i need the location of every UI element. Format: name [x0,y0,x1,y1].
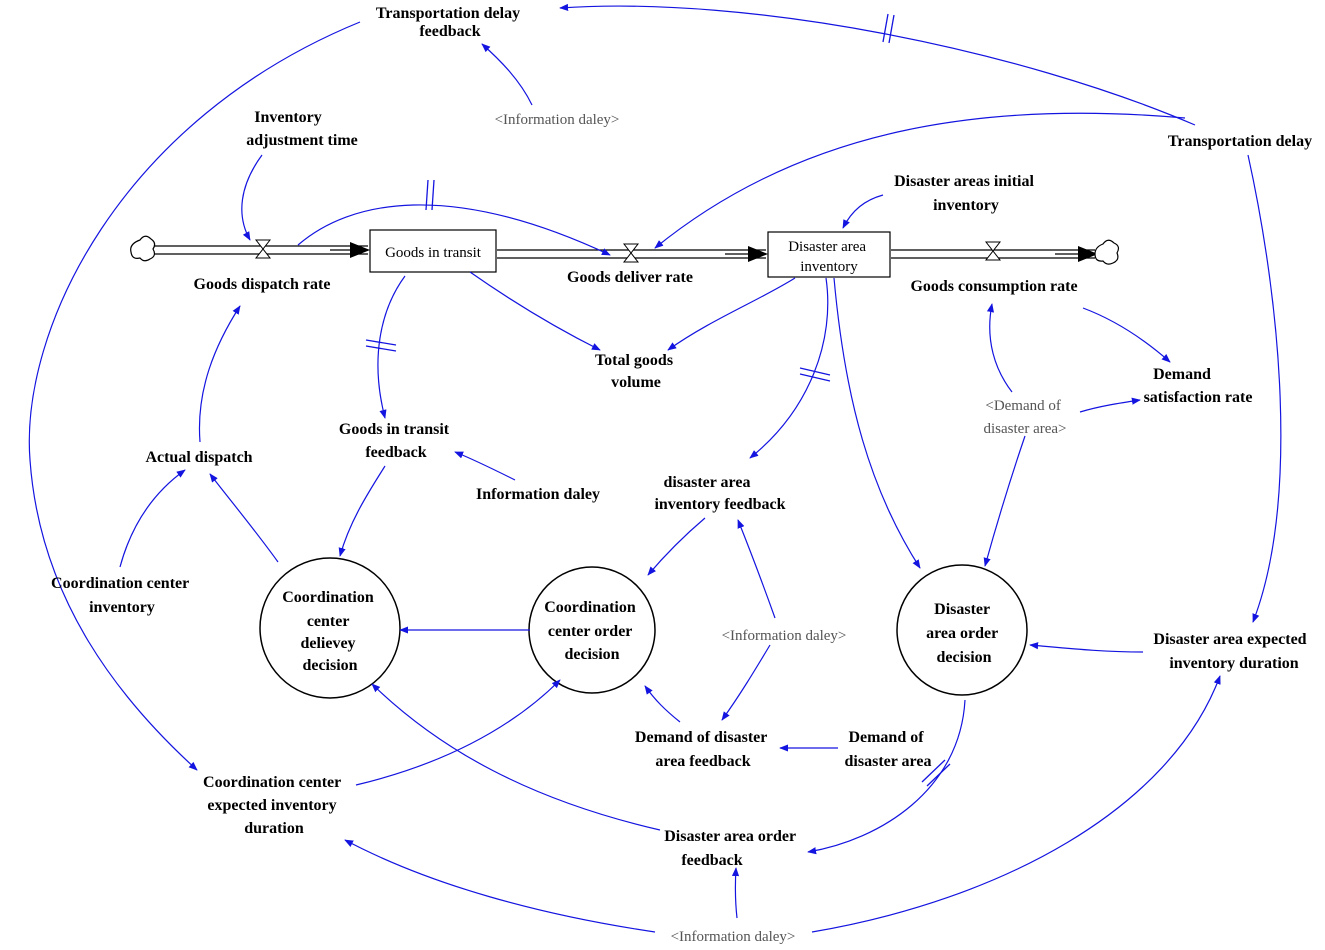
link [1247,154,1282,623]
delay-mark-icon [425,179,429,211]
label-information-daley: Information daley [476,486,600,503]
flow-arrowhead [748,246,768,262]
link [28,21,361,771]
link [469,271,601,351]
flow-arrowhead [1078,246,1098,262]
delay-mark-icon [365,339,397,346]
link [297,204,611,256]
delay-mark-icon [882,13,889,43]
label-demand-of-disaster-area-feedback: Demand of disaster area feedback [635,729,771,770]
link [667,277,796,351]
causal-links [28,3,1282,933]
link [986,303,1013,393]
link [338,465,386,557]
label-inventory-adjustment-time: Inventory adjustment time [246,109,358,149]
link [737,519,776,619]
link [198,305,241,443]
link [559,3,1196,126]
shadow-demand-of-disaster-area: <Demand of disaster area> [984,398,1067,437]
stock-goods-in-transit-box [369,229,497,273]
label-goods-in-transit-feedback: Goods in transit feedback [339,421,453,461]
label-transportation-delay-feedback: Transportation delay feedback [376,5,524,40]
label-coordination-center-expected-inventory-duration: Coordination center expected inventory d… [203,774,345,837]
link [209,473,279,563]
label-demand-satisfaction-rate: Demand satisfaction rate [1144,366,1253,406]
source-cloud-icon [130,235,156,262]
valve-icon [984,241,1002,261]
link [119,469,186,568]
label-disaster-areas-initial-inventory: Disaster areas initial inventory [894,173,1038,214]
link [654,112,1186,249]
stock-disaster-area-inventory-box [767,231,891,278]
link [241,154,263,241]
link [644,685,681,723]
decision-coordination-center-order: Coordination center order decision [544,599,640,663]
flow-arrowhead [350,242,370,258]
decision-disaster-area-order: Disaster area order decision [926,601,1002,666]
link [807,699,966,855]
decision-coordination-center-delivery: Coordination center delievey decision [282,589,378,674]
link [811,675,1221,933]
shadow-information-daley-bottom: <Information daley> [671,929,796,945]
delay-mark-icon [921,759,946,783]
link [721,644,771,721]
delay-mark-icon [888,14,895,44]
label-demand-of-disaster-area: Demand of disaster area [845,729,932,770]
link [377,275,406,419]
label-disaster-area-expected-inventory-duration: Disaster area expected inventory duratio… [1153,631,1310,672]
delay-mark-icon [926,763,951,787]
link [454,451,516,481]
label-disaster-area-order-feedback: Disaster area order feedback [664,828,800,869]
link [749,277,829,459]
label-actual-dispatch: Actual dispatch [145,449,252,466]
link [1029,642,1144,653]
label-goods-consumption-rate: Goods consumption rate [910,278,1077,295]
shadow-information-daley-mid: <Information daley> [722,628,847,644]
label-disaster-area-inventory-feedback: disaster area inventory feedback [654,474,785,513]
link [1079,397,1141,413]
delay-mark-icon [431,179,435,211]
stock-disaster-area-inventory: Disaster area inventory [788,239,870,275]
link [647,517,706,576]
stock-goods-in-transit: Goods in transit [385,245,482,261]
label-coordination-center-inventory: Coordination center inventory [51,575,193,616]
decision-circle-disaster-area-order [896,564,1028,696]
label-goods-deliver-rate: Goods deliver rate [567,269,693,286]
valve-icon [622,243,640,263]
link [983,435,1026,567]
delay-marks [365,13,951,787]
link [355,679,561,786]
link [481,43,533,106]
shadow-information-daley-top: <Information daley> [495,112,620,128]
link [833,277,921,569]
link [731,867,740,919]
delay-mark-icon [799,367,831,376]
label-transportation-delay: Transportation delay [1168,133,1312,150]
valve-icon [254,239,272,259]
label-goods-dispatch-rate: Goods dispatch rate [194,276,331,293]
link [1082,307,1171,363]
delay-mark-icon [799,373,831,382]
link [371,683,661,831]
label-total-goods-volume: Total goods volume [595,352,677,391]
sink-cloud-icon [1094,239,1120,265]
delay-mark-icon [365,345,397,352]
link [842,194,884,229]
link [344,839,656,933]
